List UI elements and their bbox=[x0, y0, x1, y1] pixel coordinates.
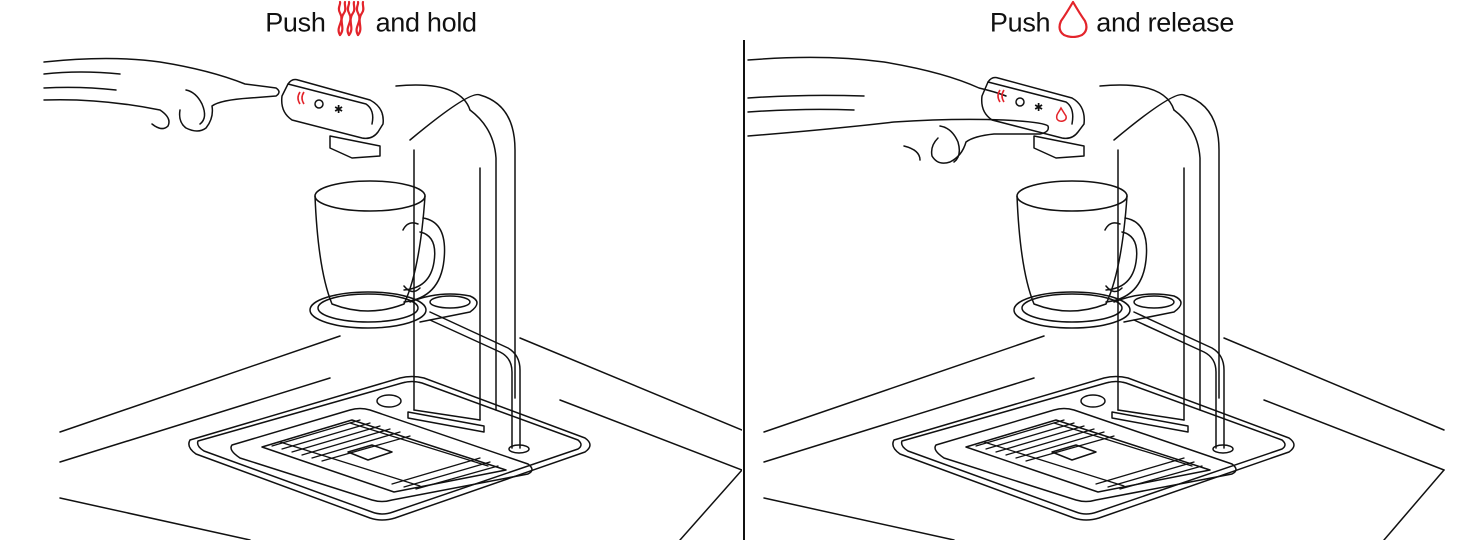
step-panel-hot: Push and hold bbox=[0, 0, 742, 540]
grate-center-tile bbox=[1051, 444, 1097, 461]
mug-body bbox=[1016, 195, 1128, 312]
panel-neutral-icon bbox=[1015, 97, 1025, 107]
counter-button bbox=[376, 394, 402, 408]
control-panel-face bbox=[987, 81, 1074, 125]
panel-hot-icon bbox=[297, 91, 305, 105]
counter-edge bbox=[559, 399, 742, 471]
counter-edge bbox=[763, 377, 1035, 463]
hand-thumb bbox=[939, 125, 961, 163]
counter-edge bbox=[763, 497, 955, 540]
tap-neck-front bbox=[469, 109, 497, 411]
control-panel bbox=[980, 76, 1085, 140]
grate-center-tile bbox=[347, 444, 393, 461]
tap-back-arc bbox=[1099, 84, 1175, 111]
counter-edge bbox=[59, 497, 251, 540]
caption-action-text: and release bbox=[1096, 7, 1235, 38]
control-panel bbox=[280, 78, 384, 140]
cup-tray bbox=[309, 291, 427, 329]
counter-edge bbox=[1223, 337, 1445, 431]
counter-edge bbox=[519, 337, 742, 431]
drip-grate-inner bbox=[965, 419, 1211, 493]
panel-cold-icon: ✱ bbox=[1034, 101, 1043, 114]
counter-edge bbox=[1383, 469, 1445, 540]
panel-divider bbox=[743, 40, 745, 540]
drip-tray-recess bbox=[892, 375, 1295, 521]
cup-tray-arm bbox=[1133, 311, 1225, 449]
step-caption-water: Push and release bbox=[744, 0, 1480, 47]
drip-tray-recess-inner bbox=[900, 380, 1286, 515]
panel-hot-icon bbox=[997, 89, 1005, 103]
cup-tray-inner bbox=[317, 293, 419, 323]
panel-cold-icon: ✱ bbox=[334, 103, 343, 116]
caption-push-text: Push bbox=[989, 7, 1051, 38]
tap-column bbox=[1117, 149, 1185, 421]
cup-tray-extension bbox=[409, 293, 478, 323]
caption-action-text: and hold bbox=[375, 7, 478, 38]
cup-tray bbox=[1013, 291, 1131, 329]
mug-rim bbox=[1016, 180, 1128, 212]
mug-rim bbox=[314, 180, 426, 212]
counter-edge bbox=[763, 335, 1045, 433]
drip-grate bbox=[934, 407, 1237, 503]
step-caption-hot: Push and hold bbox=[0, 0, 742, 47]
mug-handle-inner bbox=[402, 222, 421, 293]
drain-hole bbox=[508, 444, 530, 454]
cup-tray-arm bbox=[429, 311, 521, 449]
counter-button bbox=[1080, 394, 1106, 408]
drip-grate-inner bbox=[261, 419, 507, 493]
hand bbox=[43, 57, 280, 132]
hand bbox=[747, 56, 1050, 164]
cup-tray-extension-pad bbox=[1133, 295, 1175, 309]
tap-column-base bbox=[407, 409, 485, 433]
drip-tray-recess bbox=[188, 375, 591, 521]
hand-thumb bbox=[185, 89, 206, 125]
tap-neck bbox=[409, 93, 516, 399]
drain-hole bbox=[1212, 444, 1234, 454]
tap-neck bbox=[1113, 93, 1220, 399]
spout bbox=[329, 135, 381, 159]
counter-edge bbox=[679, 469, 742, 540]
hand-fold bbox=[43, 71, 121, 91]
tap-back-arc bbox=[395, 84, 471, 111]
cup-tray-extension-pad bbox=[429, 295, 471, 309]
water-drop-icon bbox=[1056, 0, 1090, 45]
chilled-water-dispense-illustration: ✱ bbox=[747, 56, 1445, 540]
counter-edge bbox=[1263, 399, 1445, 471]
tap-column bbox=[413, 149, 481, 421]
hand-fold bbox=[747, 108, 921, 161]
tap-column-base bbox=[1111, 409, 1189, 433]
cup-tray-inner bbox=[1021, 293, 1123, 323]
mug-handle bbox=[1105, 217, 1148, 303]
heat-icon bbox=[332, 0, 370, 45]
panel-water-icon bbox=[1055, 106, 1067, 122]
spout bbox=[1033, 135, 1085, 159]
mug-handle bbox=[403, 217, 446, 303]
panel-neutral-icon bbox=[314, 99, 324, 109]
control-panel-face bbox=[287, 83, 374, 125]
counter-edge bbox=[59, 377, 331, 463]
mug-body bbox=[314, 195, 426, 312]
cup-tray-extension bbox=[1113, 293, 1182, 323]
counter-edge bbox=[59, 335, 341, 433]
tap-neck-front bbox=[1173, 109, 1201, 411]
hot-water-dispense-illustration: ✱ bbox=[43, 57, 742, 540]
mug-handle-inner bbox=[1104, 222, 1123, 293]
drip-tray-recess-inner bbox=[196, 380, 582, 515]
step-panel-water: Push and release bbox=[744, 0, 1480, 540]
drip-grate bbox=[230, 407, 533, 503]
caption-push-text: Push bbox=[265, 7, 326, 38]
